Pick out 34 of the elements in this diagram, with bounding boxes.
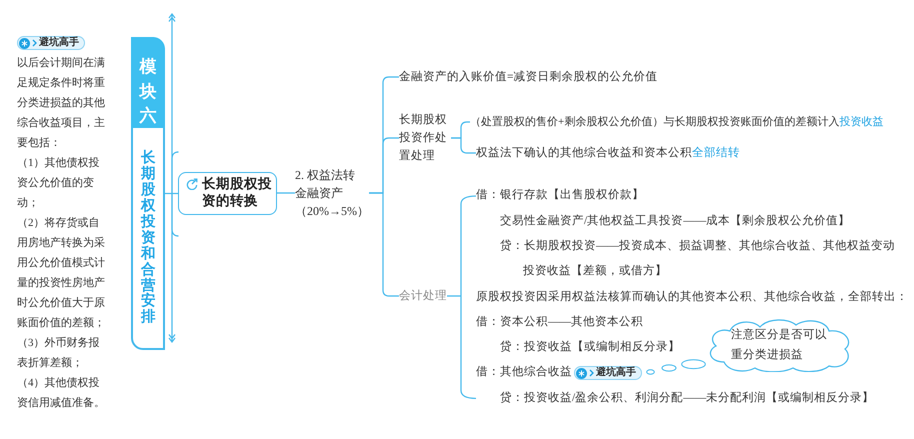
connector-line xyxy=(369,192,399,297)
module-tab xyxy=(131,37,165,350)
branch-label: 2. 权益法转金融资产 xyxy=(295,167,356,202)
connector-line xyxy=(451,137,476,154)
topic-box xyxy=(178,172,277,215)
journal-line: 借：银行存款【出售股权价款】 xyxy=(476,188,644,204)
note-paragraph: （1）其他债权投资公允价值的变动； xyxy=(17,156,100,211)
leaf-text: 权益法下确认的其他综合收益和资本公积全部结转 xyxy=(476,145,740,161)
ratio-label: （20%→5%） xyxy=(295,203,369,220)
connector-line xyxy=(277,192,295,194)
journal-line: 原股权投资因采用权益法核算而确认的其他资本公积、其他综合收益，全部转出： xyxy=(476,289,908,305)
journal-line: 交易性金融资产/其他权益工具投资——成本【剩余股权公允价值】 xyxy=(500,213,850,229)
module-title: 长期股权投资和合营安排 xyxy=(140,151,156,326)
note-paragraph: （4）其他债权投资信用减值准备。 xyxy=(17,376,106,411)
note-paragraph: （3）外币财务报表折算差额； xyxy=(17,336,100,371)
connector-line xyxy=(165,192,178,194)
journal-line: 贷：投资收益/盈余公积、利润分配——未分配利润【或编制相反分录】 xyxy=(500,390,874,406)
note-paragraph: （2）将存货或自用房地产转换为采用公允价值模式计量的投资性房地产时公允价值大于原账面价值的差额； xyxy=(17,216,106,331)
module-heading: 模块六 xyxy=(131,37,165,128)
leaf-text: （处置股权的售价+剩余股权公允价值）与长期股权投资账面价值的差额计入投资收益 xyxy=(470,114,884,130)
tag-label: 避坑高手 xyxy=(39,37,79,49)
journal-line: 借：资本公积——其他资本公积 xyxy=(476,314,643,330)
branch-label: 会计处理 xyxy=(399,288,447,304)
topic-label: 长期股权投资的转换 xyxy=(202,176,272,210)
tag-label: 避坑高手 xyxy=(596,367,636,380)
journal-line: 借：其他综合收益 xyxy=(476,364,572,380)
note-paragraph: 以后会计期间在满足规定条件时将重分类进损益的其他综合收益项目，主要包括： xyxy=(17,56,106,151)
journal-line: 贷：投资收益【或编制相反分录】 xyxy=(500,340,680,356)
branch-label: 长期股权投资作处置处理 xyxy=(399,111,451,165)
journal-line: 投资收益【差额，或借方】 xyxy=(523,263,667,280)
journal-line: 贷：长期股权投资——投资成本、损益调整、其他综合收益、其他权益变动 xyxy=(500,238,895,254)
connector-line xyxy=(446,195,477,400)
cloud-text: 注意区分是否可以重分类进损益 xyxy=(731,327,828,363)
leaf-text: 金融资产的入账价值=减资日剩余股权的公允价值 xyxy=(399,69,658,85)
